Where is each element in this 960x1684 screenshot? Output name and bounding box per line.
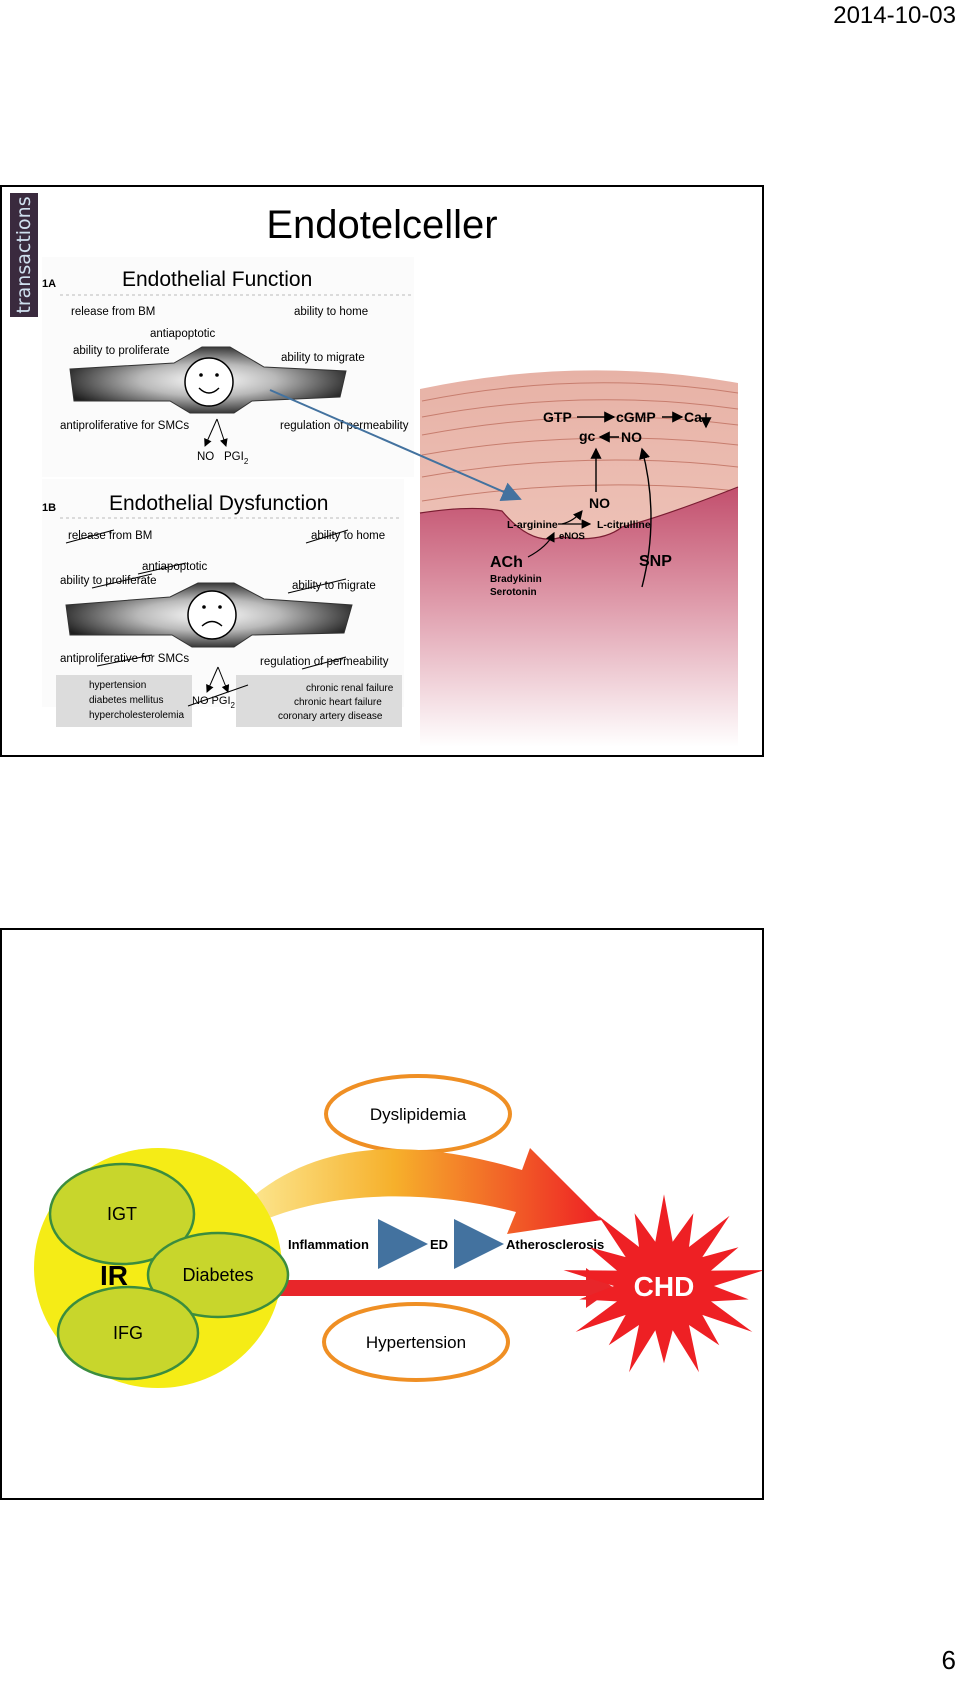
snp-label: SNP: [639, 553, 672, 570]
igt-label: IGT: [107, 1204, 137, 1224]
panel-a-permeability: regulation of permeability: [280, 420, 409, 432]
diabetes-label: Diabetes: [182, 1265, 253, 1285]
panel-b-antiapoptotic: antiapoptotic: [142, 561, 207, 573]
page-number: 6: [941, 1645, 956, 1675]
cgmp-label: cGMP: [616, 409, 656, 425]
chd-starburst: [563, 1194, 762, 1373]
straight-arrow-to-chd: [280, 1268, 614, 1308]
gtp-label: GTP: [543, 409, 572, 425]
ifg-label: IFG: [113, 1323, 143, 1343]
slide-endothelial-cells: transactions Endotelceller: [0, 185, 764, 757]
enos-label: eNOS: [559, 531, 585, 542]
panel-a-tag: 1A: [42, 278, 56, 290]
vessel-lumen: [420, 487, 738, 747]
connector-arrow: [269, 389, 522, 501]
bradykinin-label: Bradykinin: [490, 574, 542, 585]
page-date: 2014-10-03: [833, 2, 956, 29]
panel-b-heading: Endothelial Dysfunction: [109, 492, 328, 515]
chd-label: CHD: [634, 1271, 695, 1302]
panel-a-antiapoptotic: antiapoptotic: [150, 328, 215, 340]
endothelial-function-figure: 1A Endothelial Function release from BM …: [42, 257, 739, 747]
happy-face-icon: [184, 357, 234, 407]
atherosclerosis-label: Atherosclerosis: [506, 1237, 604, 1252]
panel-b-proliferate: ability to proliferate: [60, 575, 157, 587]
panel-b-no-pgi: NO PGI2: [192, 695, 236, 710]
panel-b-tag: 1B: [42, 502, 56, 514]
diabetes-oval: [146, 1231, 290, 1319]
ca-label: Ca: [684, 409, 702, 425]
left-condition-3: hypercholesterolemia: [89, 710, 184, 721]
left-condition-2: diabetes mellitus: [89, 695, 163, 706]
no-top-label: NO: [621, 429, 642, 445]
right-condition-3: coronary artery disease: [278, 711, 383, 722]
ed-label: ED: [430, 1237, 448, 1252]
vessel-illustration: [419, 370, 739, 747]
right-condition-2: chronic heart failure: [294, 697, 382, 708]
panel-b-release: release from BM: [68, 530, 152, 542]
panel-b-antiprolif: antiproliferative for SMCs: [60, 653, 189, 665]
diseases-box: [236, 675, 402, 727]
gc-label: gc: [579, 428, 596, 444]
ir-chd-diagram: Dyslipidemia Hypertension IR IGT Diabete…: [34, 1074, 762, 1388]
curved-arrow-to-chd: [224, 1148, 602, 1234]
risk-factors-box: [56, 675, 192, 727]
slide-title: Endotelceller: [266, 203, 498, 247]
no-mid-label: NO: [589, 495, 610, 511]
panel-a-pgi: PGI2: [224, 451, 249, 466]
igt-oval: [48, 1162, 196, 1266]
panel-a-home: ability to home: [294, 306, 368, 318]
l-citrulline-label: L-citrulline: [597, 519, 651, 531]
hypertension-oval: [322, 1302, 510, 1382]
panel-a-antiprolif: antiproliferative for SMCs: [60, 420, 189, 432]
panel-b-permeability: regulation of permeability: [260, 656, 389, 668]
dyslipidemia-label: Dyslipidemia: [370, 1105, 467, 1124]
ach-label: ACh: [490, 554, 523, 571]
ifg-oval: [56, 1285, 200, 1381]
serotonin-label: Serotonin: [490, 587, 537, 598]
panel-a-proliferate: ability to proliferate: [73, 345, 170, 357]
hypertension-label: Hypertension: [366, 1333, 466, 1352]
slide-insulin-resistance: Dyslipidemia Hypertension IR IGT Diabete…: [0, 928, 764, 1500]
panel-a-release: release from BM: [71, 306, 155, 318]
journal-logo: transactions: [10, 193, 38, 317]
right-condition-1: chronic renal failure: [306, 683, 394, 694]
panel-b-home: ability to home: [311, 530, 385, 542]
panel-b-migrate: ability to migrate: [292, 580, 376, 592]
panel-a-heading: Endothelial Function: [122, 268, 312, 291]
left-condition-1: hypertension: [89, 680, 146, 691]
l-arginine-label: L-arginine: [507, 519, 558, 531]
inflammation-label: Inflammation: [288, 1237, 369, 1252]
panel-a-migrate: ability to migrate: [281, 352, 365, 364]
sad-face-icon: [187, 590, 237, 640]
panel-a-no: NO: [197, 451, 214, 463]
